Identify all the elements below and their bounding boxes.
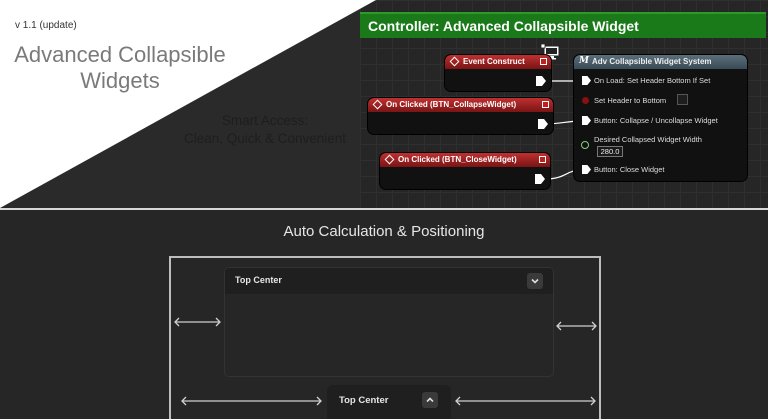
expanded-widget-header[interactable]: Top Center [225,268,553,294]
chevron-down-icon [531,278,539,284]
float-pin[interactable] [581,141,589,149]
delegate-pin-icon[interactable] [540,58,547,65]
chevron-up-icon [426,397,434,403]
banner: v 1.1 (update) Advanced Collapsible Widg… [0,0,768,208]
event-construct-node[interactable]: Event Construct [445,55,551,91]
on-load-label: On Load: Set Header Bottom If Set [594,76,711,85]
on-clicked-collapse-title: On Clicked (BTN_CollapseWidget) [386,100,517,109]
blueprint-comment-title: Controller: Advanced Collapsible Widget [368,18,639,34]
white-diagonal-panel [0,0,376,208]
exec-out-pin[interactable] [536,76,546,86]
section-divider [0,208,768,210]
blueprint-comment-header: Controller: Advanced Collapsible Widget [360,12,766,38]
section-title: Auto Calculation & Positioning [283,223,485,240]
adv-collapsible-widget-system-node[interactable]: M Adv Collapsible Widget System On Load:… [574,55,747,181]
product-title-line-1: Advanced Collapsible [14,42,226,67]
expand-button[interactable] [422,392,438,408]
event-construct-header: Event Construct [445,55,551,69]
tagline-line-2: Clean, Quick & Convenient [183,131,347,146]
delegate-pin-icon[interactable] [542,101,549,108]
expanded-widget: Top Center [225,268,553,376]
expanded-widget-title: Top Center [235,275,282,285]
product-title: Advanced Collapsible Widgets [0,42,240,94]
tagline: Smart Access: Clean, Quick & Convenient [165,112,365,148]
desired-width-input[interactable]: 280.0 [597,146,623,157]
product-title-line-2: Widgets [80,68,160,93]
set-header-bottom-label: Set Header to Bottom [594,96,667,105]
collapse-button[interactable] [527,273,543,289]
bool-pin[interactable] [582,97,589,104]
exec-out-pin[interactable] [535,174,545,184]
monitor-icon [541,44,560,60]
viewport-frame-left [169,256,171,419]
system-node-header: M Adv Collapsible Widget System [574,55,747,69]
collapsed-widget-title: Top Center [339,395,389,406]
collapsed-widget[interactable]: Top Center [327,385,451,419]
tagline-line-1: Smart Access: [221,113,309,128]
set-header-bottom-checkbox[interactable] [677,94,688,105]
on-clicked-close-header: On Clicked (BTN_CloseWidget) [380,153,550,167]
system-node-title: Adv Collapsible Widget System [592,57,712,66]
delegate-pin-icon[interactable] [539,156,546,163]
viewport-frame-right [599,256,601,419]
event-construct-title: Event Construct [463,57,525,66]
version-label: v 1.1 (update) [15,20,77,31]
viewport-frame-top [169,256,601,258]
button-collapse-label: Button: Collapse / Uncollapse Widget [594,116,718,125]
macro-icon: M [579,56,589,66]
on-clicked-collapse-header: On Clicked (BTN_CollapseWidget) [368,98,553,112]
exec-out-pin[interactable] [538,119,548,129]
on-clicked-close-node[interactable]: On Clicked (BTN_CloseWidget) [380,153,550,189]
on-clicked-close-title: On Clicked (BTN_CloseWidget) [398,155,517,164]
exec-in-pin[interactable] [582,165,591,174]
desired-width-label: Desired Collapsed Widget Width [594,135,702,144]
button-close-label: Button: Close Widget [594,165,665,174]
on-clicked-collapse-node[interactable]: On Clicked (BTN_CollapseWidget) [368,98,553,134]
exec-in-pin[interactable] [582,116,591,125]
exec-in-pin[interactable] [582,76,591,85]
